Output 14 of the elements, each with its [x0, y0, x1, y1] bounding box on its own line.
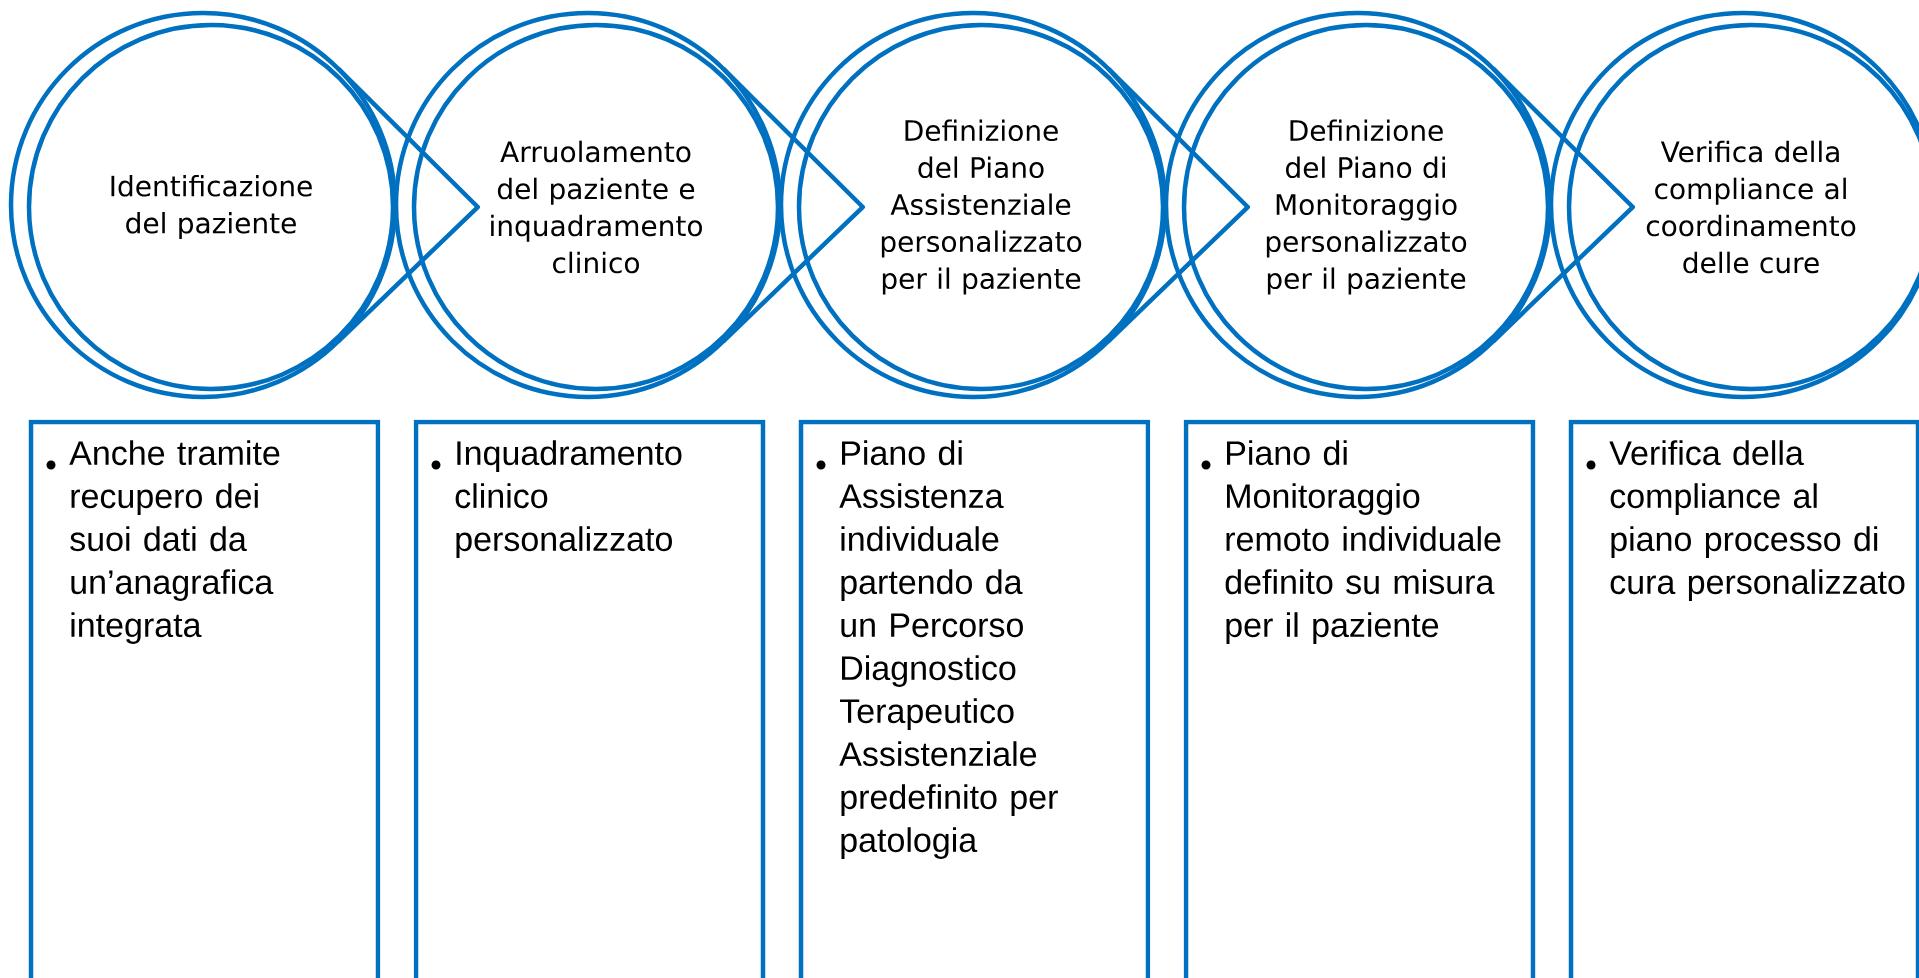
bullet-box: Inquadramento clinico personalizzato [413, 419, 766, 978]
node-label: Inquadramento clinico personalizzato [455, 440, 682, 558]
chevron-connector [1106, 66, 1250, 344]
bullet-box: Piano di Monitoraggio remoto individuale definito su misura per il paziente [1183, 419, 1536, 978]
node-label: Anche tramite recupero dei suoi dati da un’anagrafica integrata [69, 440, 280, 644]
chevron-connector [1491, 66, 1635, 344]
node-label: Piano di Monitoraggio remoto individuale definito su misura per il paziente [1225, 440, 1501, 644]
bullet-box: Anche tramite recupero dei suoi dati da un’anagrafica integrata [28, 419, 381, 978]
chevron-connector [336, 66, 480, 344]
node-label: Piano di Assistenza individuale partendo da un Percorso Diagnostico Terapeutico Assistenziale predefinito per patologia [839, 440, 1058, 859]
node-label: Verifica della compliance al piano processo di cura personalizzato [1609, 440, 1905, 601]
bullet-box: Verifica della compliance al piano processo di cura personalizzato [1568, 419, 1919, 978]
bullet-box: Piano di Assistenza individuale partendo da un Percorso Diagnostico Terapeutico Assistenziale predefinito per patologia [798, 419, 1151, 978]
chevron-connector [721, 66, 865, 344]
